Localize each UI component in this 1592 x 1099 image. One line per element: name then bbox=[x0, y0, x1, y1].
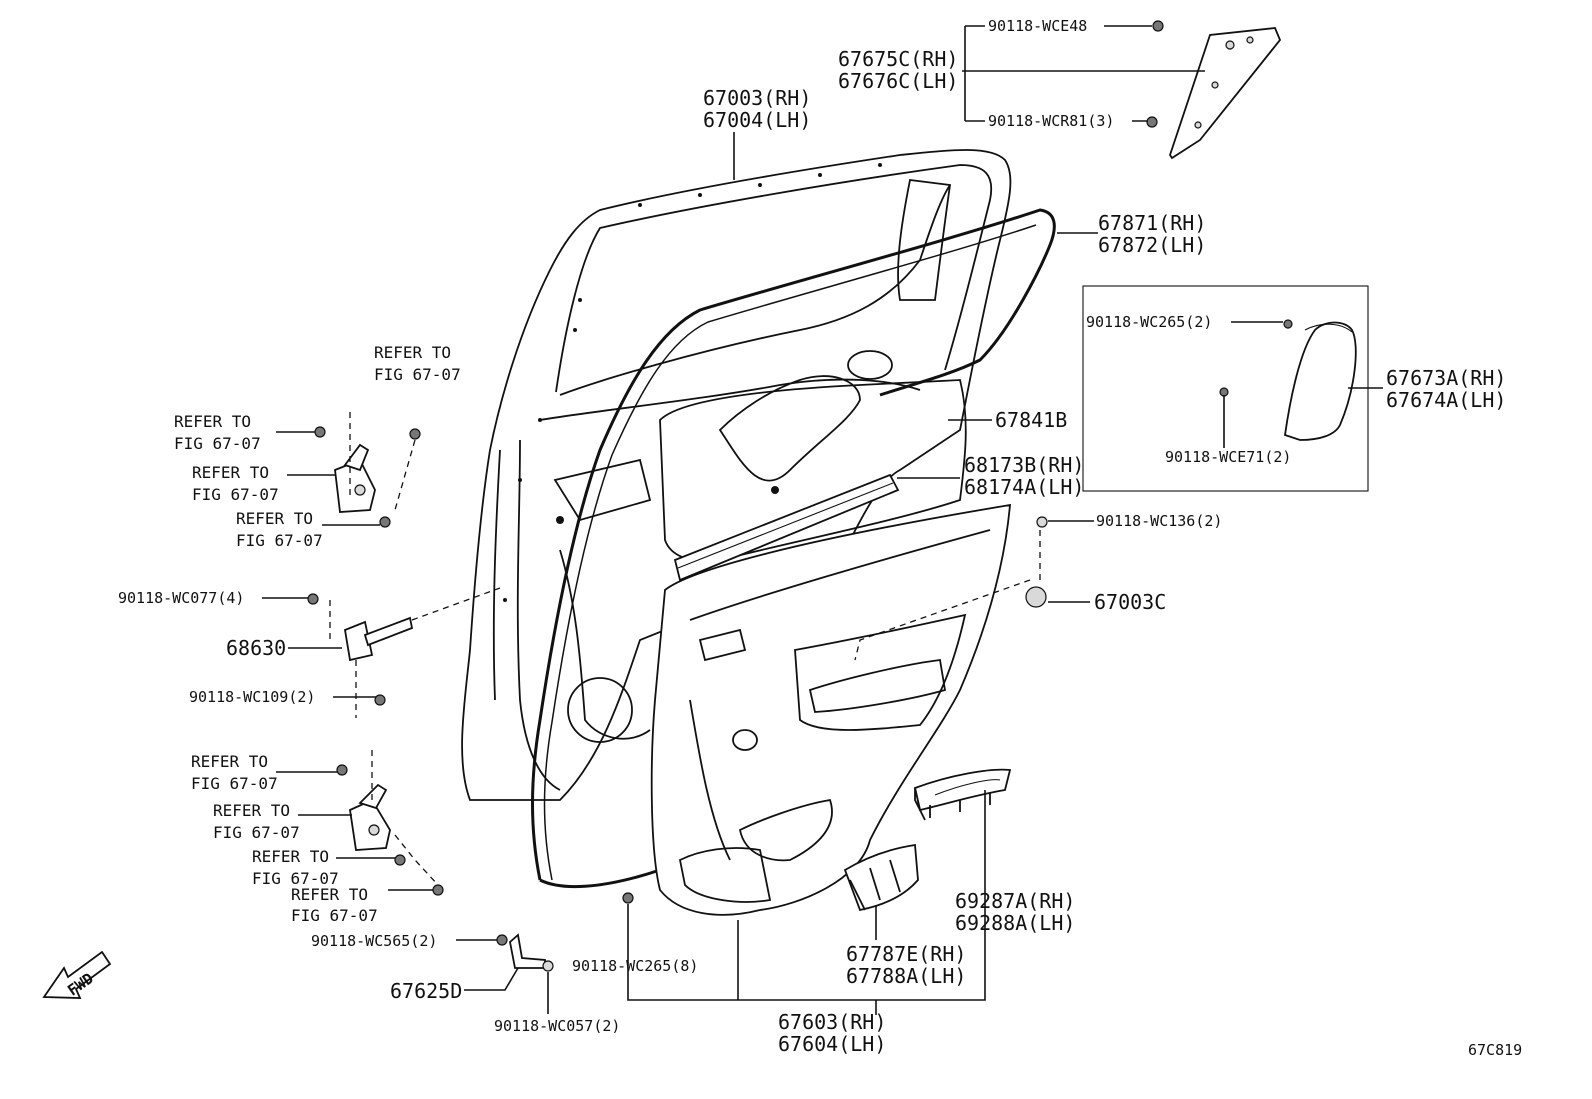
upper-hinge bbox=[314, 426, 421, 528]
label-68630: 68630 bbox=[226, 636, 286, 660]
label-68173b-rh: 68173B(RH) bbox=[964, 453, 1084, 477]
labels: 67003(RH) 67004(LH) 67675C(RH) 67676C(LH… bbox=[118, 17, 1522, 1059]
label-68174a-lh: 68174A(LH) bbox=[964, 475, 1084, 499]
door-trim-panel bbox=[650, 503, 1012, 916]
label-67604-lh: 67604(LH) bbox=[778, 1032, 886, 1056]
label-wc077: 90118-WC077(4) bbox=[118, 589, 244, 607]
label-wcr81: 90118-WCR81(3) bbox=[988, 112, 1114, 130]
label-wc109: 90118-WC109(2) bbox=[189, 688, 315, 706]
hinge-dashed-leaders bbox=[329, 412, 501, 886]
refer-label-2b: FIG 67-07 bbox=[174, 434, 261, 453]
label-67871-rh: 67871(RH) bbox=[1098, 211, 1206, 235]
refer-label-3b: FIG 67-07 bbox=[192, 485, 279, 504]
refer-label-1b: FIG 67-07 bbox=[374, 365, 461, 384]
refer-label-6a: REFER TO bbox=[213, 801, 290, 820]
belt-moulding bbox=[673, 473, 900, 582]
label-wc136: 90118-WC136(2) bbox=[1096, 512, 1222, 530]
label-67674a-lh: 67674A(LH) bbox=[1386, 388, 1506, 412]
label-67872-lh: 67872(LH) bbox=[1098, 233, 1206, 257]
label-67003c: 67003C bbox=[1094, 590, 1166, 614]
refer-label-7b: FIG 67-07 bbox=[252, 869, 339, 888]
label-wc265-8: 90118-WC265(8) bbox=[572, 957, 698, 975]
refer-label-1a: REFER TO bbox=[374, 343, 451, 362]
refer-label-5b: FIG 67-07 bbox=[191, 774, 278, 793]
label-wce48: 90118-WCE48 bbox=[988, 17, 1087, 35]
label-67004-lh: 67004(LH) bbox=[703, 108, 811, 132]
refer-label-8a: REFER TO bbox=[291, 885, 368, 904]
refer-label-5a: REFER TO bbox=[191, 752, 268, 771]
label-67788a-lh: 67788A(LH) bbox=[846, 964, 966, 988]
refer-label-4a: REFER TO bbox=[236, 509, 313, 528]
frame-moulding-top bbox=[1169, 27, 1282, 160]
label-wc265-box: 90118-WC265(2) bbox=[1086, 313, 1212, 331]
fasteners bbox=[496, 20, 1164, 972]
refer-label-4b: FIG 67-07 bbox=[236, 531, 323, 550]
label-wce71: 90118-WCE71(2) bbox=[1165, 448, 1291, 466]
label-wc057: 90118-WC057(2) bbox=[494, 1017, 620, 1035]
lower-hinge bbox=[336, 764, 444, 896]
inset-box bbox=[1082, 285, 1369, 492]
door-check bbox=[307, 593, 414, 706]
refer-label-8b: FIG 67-07 bbox=[291, 906, 378, 925]
fwd-arrow: FWD bbox=[42, 950, 112, 999]
label-67676c-lh: 67676C(LH) bbox=[838, 69, 958, 93]
refer-label-2a: REFER TO bbox=[174, 412, 251, 431]
figure-code: 67C819 bbox=[1468, 1041, 1522, 1059]
label-67675c-rh: 67675C(RH) bbox=[838, 47, 958, 71]
label-67603-rh: 67603(RH) bbox=[778, 1010, 886, 1034]
refer-label-6b: FIG 67-07 bbox=[213, 823, 300, 842]
refer-label-3a: REFER TO bbox=[192, 463, 269, 482]
door-weatherstrip bbox=[531, 208, 1056, 889]
label-69288a-lh: 69288A(LH) bbox=[955, 911, 1075, 935]
label-wc565: 90118-WC565(2) bbox=[311, 932, 437, 950]
label-67841b: 67841B bbox=[995, 408, 1067, 432]
label-67625d: 67625D bbox=[390, 979, 462, 1003]
label-67003-rh: 67003(RH) bbox=[703, 86, 811, 110]
label-67787e-rh: 67787E(RH) bbox=[846, 942, 966, 966]
refer-label-7a: REFER TO bbox=[252, 847, 329, 866]
label-67673a-rh: 67673A(RH) bbox=[1386, 366, 1506, 390]
power-window-switch-base bbox=[913, 768, 1012, 821]
label-69287a-rh: 69287A(RH) bbox=[955, 889, 1075, 913]
leader-lines bbox=[262, 25, 1383, 1015]
